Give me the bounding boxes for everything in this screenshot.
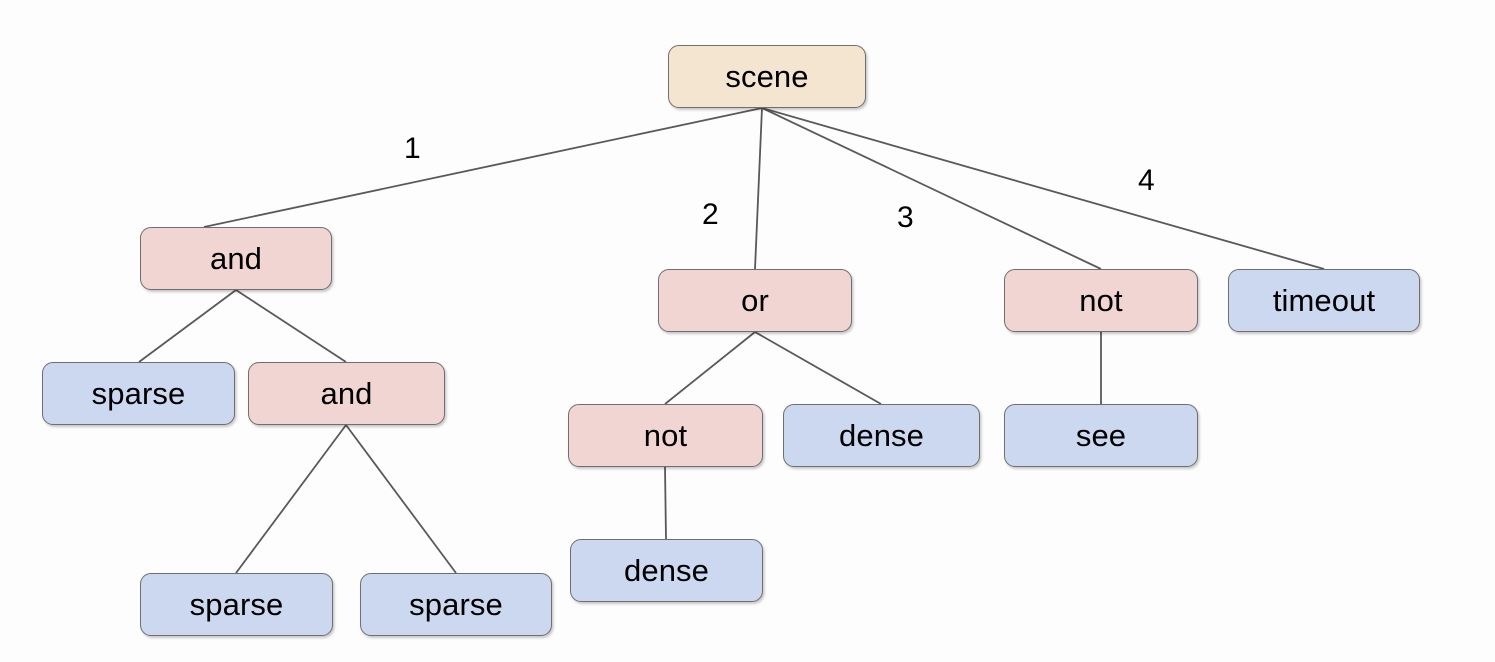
tree-node-label: and <box>320 376 373 411</box>
edge-scene-to-and1 <box>203 107 763 228</box>
tree-node-label: sparse <box>189 587 284 622</box>
tree-node-label: see <box>1075 418 1127 453</box>
tree-node-sparse2[interactable]: sparse <box>140 573 333 636</box>
tree-node-label: not <box>643 418 688 453</box>
tree-node-sparse3[interactable]: sparse <box>360 573 552 636</box>
tree-node-label: dense <box>624 553 709 588</box>
edge-label-1: 1 <box>404 132 421 165</box>
edge-or1-to-not_m <box>664 331 756 405</box>
edge-scene-to-not_r <box>761 107 1102 270</box>
tree-node-and1[interactable]: and <box>140 227 332 290</box>
tree-node-not_m[interactable]: not <box>568 404 763 467</box>
tree-node-scene[interactable]: scene <box>668 45 866 108</box>
tree-node-and2[interactable]: and <box>248 362 445 425</box>
tree-node-label: sparse <box>409 587 503 622</box>
tree-node-or1[interactable]: or <box>658 269 852 332</box>
edge-label-2: 2 <box>702 198 719 231</box>
tree-node-not_r[interactable]: not <box>1004 269 1198 332</box>
edge-and2-to-sparse3 <box>345 424 457 574</box>
tree-node-label: not <box>1079 283 1123 318</box>
edge-or1-to-dense1 <box>754 331 882 405</box>
tree-node-label: and <box>209 241 263 276</box>
tree-node-label: dense <box>839 418 924 453</box>
tree-node-dense1[interactable]: dense <box>783 404 980 467</box>
edge-and1-to-and2 <box>235 289 347 363</box>
tree-node-label: scene <box>725 59 809 94</box>
edge-label-3: 3 <box>897 201 914 234</box>
tree-node-dense2[interactable]: dense <box>570 539 763 602</box>
edge-and1-to-sparse1 <box>138 289 237 363</box>
edge-label-4: 4 <box>1138 164 1155 197</box>
tree-node-see[interactable]: see <box>1004 404 1198 467</box>
edge-scene-to-or1 <box>754 107 763 270</box>
tree-node-label: or <box>741 283 769 318</box>
edge-and2-to-sparse2 <box>235 424 347 574</box>
tree-node-sparse1[interactable]: sparse <box>42 362 235 425</box>
tree-node-label: timeout <box>1272 283 1376 318</box>
tree-node-label: sparse <box>91 376 186 411</box>
tree-node-timeout[interactable]: timeout <box>1228 269 1420 332</box>
edge-not_m-to-dense2 <box>664 466 667 540</box>
edge-scene-to-timeout <box>761 107 1325 270</box>
